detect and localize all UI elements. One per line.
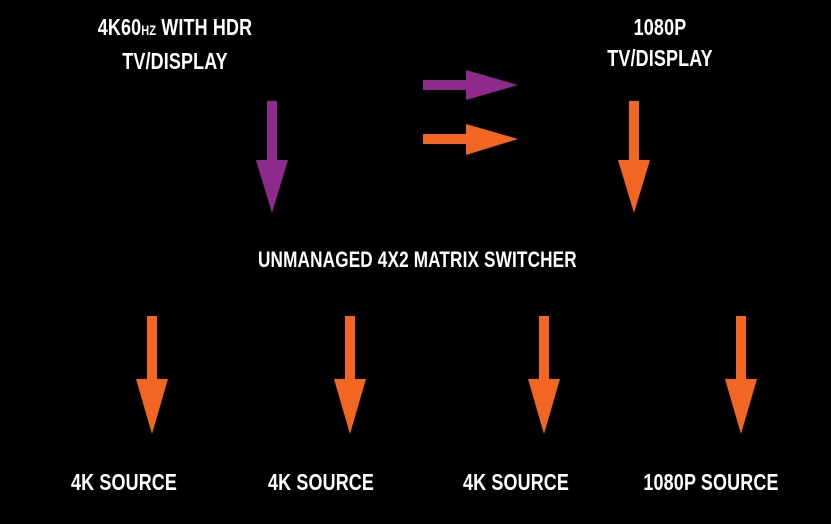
- source-1-arrow: [136, 316, 168, 434]
- switcher-label: UNMANAGED 4X2 MATRIX SWITCHER: [258, 247, 577, 272]
- left-display-arrow: [256, 101, 288, 213]
- source-3-arrow: [528, 316, 560, 434]
- source-label-3: 4K SOURCE: [462, 469, 570, 495]
- legend-orange-arrow: [423, 124, 518, 155]
- left-display-label: 4K60HZ WITH HDR TV/DISPLAY: [97, 12, 253, 77]
- source-label-2: 4K SOURCE: [267, 469, 375, 495]
- left-display-line2: TV/DISPLAY: [122, 48, 228, 74]
- legend-purple-arrow: [423, 70, 518, 100]
- source-label-4: 1080P SOURCE: [643, 469, 779, 495]
- source-4-arrow: [725, 316, 757, 434]
- left-display-line1: 4K60HZ WITH HDR: [97, 12, 253, 46]
- right-display-line2: TV/DISPLAY: [607, 45, 713, 71]
- source-label-1: 4K SOURCE: [70, 469, 178, 495]
- right-display-arrow: [618, 101, 650, 213]
- left-display-unit: HZ: [141, 22, 157, 38]
- left-display-resolution: 4K60: [97, 14, 142, 40]
- right-display-line1: 1080P: [633, 14, 687, 40]
- right-display-label: 1080P TV/DISPLAY: [582, 12, 738, 74]
- source-2-arrow: [334, 316, 366, 434]
- left-display-hdr: WITH HDR: [156, 14, 253, 40]
